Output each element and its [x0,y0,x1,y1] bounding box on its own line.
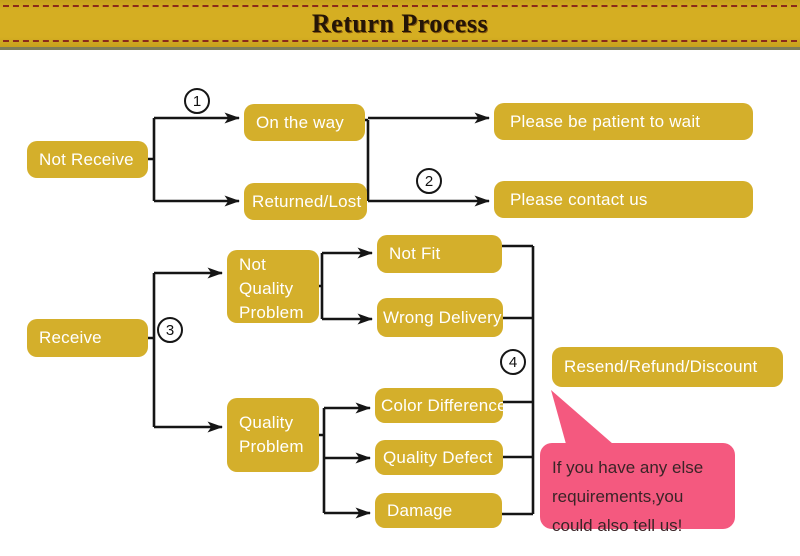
connector-not-receive-split [147,118,156,201]
node-resend-refund-discount: Resend/Refund/Discount [552,347,783,387]
stitch-dash-top [3,5,797,7]
node-not-quality-problem: Not Quality Problem [227,250,319,323]
connector-collector [502,244,535,516]
step-badge-3: 3 [157,317,183,343]
header-banner: Return Process [0,0,800,50]
step-badge-2: 2 [416,168,442,194]
page-title: Return Process [311,8,489,38]
node-returned-lost: Returned/Lost [244,183,367,220]
node-quality-defect: Quality Defect [375,440,503,475]
bubble-line: If you have any else [552,458,704,477]
bubble-tail [551,390,613,444]
step-badge-4: 4 [500,349,526,375]
node-not-fit: Not Fit [377,235,502,273]
node-color-difference: Color Difference [375,388,503,423]
node-wrong-delivery: Wrong Delivery [377,298,503,337]
speech-bubble: If you have any else requirements,you co… [540,443,735,535]
connector-top-right-split [365,118,370,201]
node-be-patient: Please be patient to wait [494,103,753,140]
step-badge-1: 1 [184,88,210,114]
node-not-receive: Not Receive [27,141,148,178]
node-receive: Receive [27,319,148,357]
node-on-the-way: On the way [244,104,365,141]
node-contact-us: Please contact us [494,181,753,218]
bubble-line: could also tell us! [552,516,683,535]
bubble-line: requirements,you [552,487,684,506]
connector-receive-split [148,273,156,427]
stitch-dash-bottom [3,40,797,42]
node-damage: Damage [375,493,502,528]
node-quality-problem: Quality Problem [227,398,319,472]
